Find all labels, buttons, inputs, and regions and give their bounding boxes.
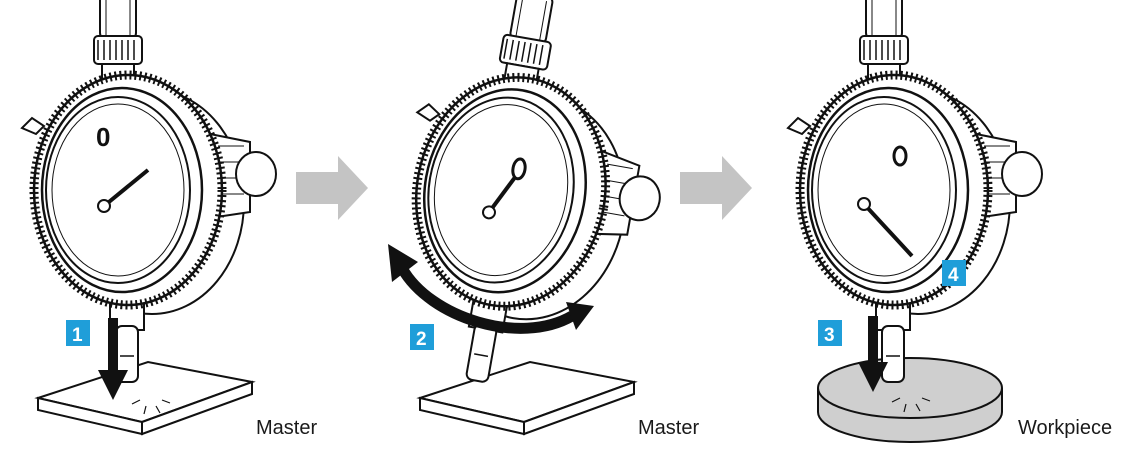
svg-text:4: 4 [948,265,959,286]
contact-spark-icon [131,399,171,415]
step-badge-4: 4 [942,260,966,286]
dial-indicator-icon [373,0,691,407]
dial-indicator-icon: 0 [22,0,276,382]
panel-3: 3 4 Workpiece [788,0,1112,443]
svg-text:3: 3 [824,325,835,346]
dial-indicator-icon [788,0,1042,382]
process-arrow-icon [680,156,752,220]
panel-1: 0 1 Master [22,0,317,439]
process-arrow-icon [296,156,368,220]
step-badge-3: 3 [818,320,842,346]
panel-2: 2 Master [373,0,699,439]
workpiece-disc [817,357,1003,443]
motion-arrow-icon [98,318,128,400]
motion-arrow-icon [388,244,594,334]
base-label: Workpiece [1018,417,1112,439]
step-badge-2: 2 [410,324,434,350]
dial-zero-mark: 0 [96,122,110,152]
svg-text:1: 1 [72,325,83,346]
contact-spark-icon [891,397,931,413]
base-label: Master [638,417,699,439]
master-block [416,360,638,436]
base-label: Master [256,417,317,439]
step-badge-1: 1 [66,320,90,346]
master-block [34,360,256,436]
svg-text:2: 2 [416,329,427,350]
motion-arrow-icon [858,316,888,392]
